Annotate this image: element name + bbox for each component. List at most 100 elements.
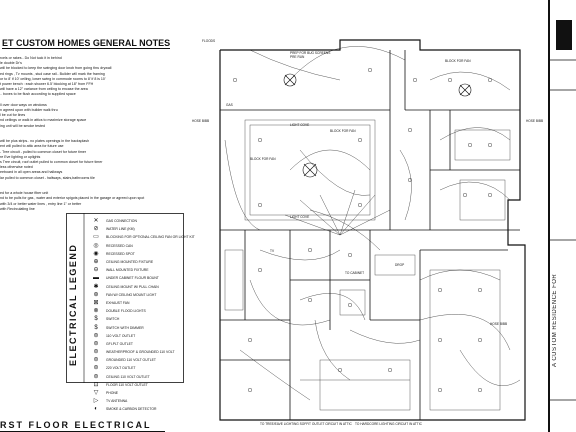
legend-item-label: CEILING 110 VOLT OUTLET [106,374,150,379]
fan-light-icon: ⊛ [93,291,99,298]
recessed-can-icon [307,298,312,303]
note-line: nd ceilings or walk in attics to maximiz… [0,118,87,123]
recessed-can-icon [448,78,453,83]
label-block-fan-2: BLOCK FOR FAN [250,157,276,161]
legend-item: ⊘ WATER LINE (KM) [90,225,195,233]
recessed-can-icon [233,78,238,83]
outlet-icon: ⊜ [93,332,99,339]
legend-item: $ SWITCH WITH DIMMER [90,323,195,331]
phone-icon: ▽ [93,390,99,397]
legend-item: ⊕CEILING MOUNTED FIXTURE [90,258,195,266]
220-outlet-icon: ⊜ [93,365,99,372]
grounded-outlet-icon: ⊜ [93,357,99,364]
legend-item: ⊜WEATHERPROOF & GROUNDED 110 VOLT [90,348,195,356]
recessed-can-icon [412,78,417,83]
label-gas: GAS [226,103,233,107]
note-line: ed rings , Tv mounts , stud case rail.. … [0,71,105,76]
ceiling-fan-icon [302,162,318,178]
recessed-can-icon [463,192,468,197]
recessed-can-icon [347,252,352,257]
wiring-runs [224,46,521,401]
title-block-frame [550,20,576,401]
note-line: will be blocked to keep the swinging doo… [0,66,112,71]
legend-item: ▽PHONE [90,389,195,397]
wall-fixture-icon: ⊖ [93,267,99,274]
legend-item: ◉RECESSED SPOT [90,250,195,258]
recessed-can-icon [248,388,253,393]
legend-item: ⊠EXHAUST FAN [90,299,195,307]
label-hose-bibb-3: HOSE BIBB [490,322,507,326]
legend-item-label: FLOOR 110 VOLT OUTLET [106,382,148,387]
recessed-can-icon [387,368,392,373]
label-tv: TV [270,249,275,253]
title-block: A CUSTOM RESIDENCE FOR [548,0,576,432]
smoke-detector-icon: ◐ [94,406,98,413]
plan-labels: FLOODS PREP FOR BUG SCREENS PRE RUN BLOC… [192,39,543,426]
legend-item-label: 220 VOLT OUTLET [106,366,136,371]
note-line: ed for a whole house fiber unit [0,191,49,196]
note-line: n agreed upon with builder walk thru [0,108,58,113]
recessed-can-icon [357,137,362,142]
floor-plan: FLOODS PREP FOR BUG SCREENS PRE RUN BLOC… [192,39,543,426]
note-line: ll over door ways on windows [0,102,47,107]
ceiling-fan-icon [283,73,297,87]
legend-item-label: 110 VOLT OUTLET [106,333,136,338]
legend-item-label: RECESSED CAN [106,243,133,248]
recessed-can-icon [478,288,483,293]
legend-item: ▭ BLOCKING FOR OPTIONAL CEILING FAN OR LI… [90,233,195,241]
legend-item: ⊜ 110 VOLT OUTLET [90,332,195,340]
legend-item-label: SWITCH WITH DIMMER [106,325,144,330]
note-line: .. boxes to be flush according to suppli… [0,92,76,97]
legend-title: ELECTRICAL LEGEND [68,243,78,367]
recessed-can-icon [337,368,342,373]
recessed-can-icon [478,338,483,343]
general-notes-title: ET CUSTOM HOMES GENERAL NOTES [2,38,171,49]
note-line: nd to be pulls for gas , water and exter… [0,196,145,201]
water-line-icon: ⊘ [93,226,99,233]
legend-item-label: CEILING MOUNT W/ PULL CHAIN [106,284,159,289]
recessed-can-icon: ◎ [93,242,99,249]
recessed-can-icon [407,177,412,182]
legend-item-label: RECESSED SPOT [106,251,135,256]
note-line: re Eve lighting or uplights [0,154,41,159]
label-tree-outlet: TO TREE/EAVE LIGHTING SOFFIT OUTLET CIRC… [260,422,353,426]
note-line: - Tree circuit - pulled to common closet… [0,149,87,154]
label-drop: DROP [395,263,404,267]
legend-item-label: WATER LINE (KM) [106,227,135,232]
recessed-can-icon [257,202,262,207]
note-line: s Tree circuit, roof outlet pulled to co… [0,160,103,165]
legend-item-label: TV ANTENNA [106,399,128,404]
recessed-can-icon [468,142,473,147]
legend-item-label: DOUBLE FLOOD LIGHTS [106,309,146,314]
recessed-can-icon [478,388,483,393]
legend-item-label: GROUNDED 110 VOLT OUTLET [106,358,156,363]
note-line: lar pulled to common closet - hallways, … [0,175,95,180]
recessed-can-icon [257,267,262,272]
legend-item-label: BLOCKING FOR OPTIONAL CEILING FAN OR LIG… [106,235,195,240]
legend-item: ⊜CEILING 110 VOLT OUTLET [90,373,195,381]
title-block-text: A CUSTOM RESIDENCE FOR [552,273,558,367]
recessed-can-icon [488,142,493,147]
ceiling-fan-icon [458,83,472,97]
label-light-cove-2: LIGHT COVE [290,215,309,219]
legend-item: ⊡FLOOR 110 VOLT OUTLET [90,381,195,389]
switch-icon: $ [94,316,98,323]
recessed-can-icon [407,127,412,132]
blocking-icon: ▭ [93,234,99,241]
label-block-fan-3: BLOCK FOR FAN [330,129,356,133]
interior-walls [220,50,520,420]
recessed-can-icon [248,338,253,343]
legend-frame [66,213,184,383]
ceiling-fans [283,73,472,178]
note-line: t power bench : each shower 6.5' blockin… [0,82,94,87]
recessed-can-icon [367,68,372,73]
note-line: or to 8' if 10' ceiling, lower swing in … [0,76,106,81]
under-cabinet-icon: ▬ [93,275,99,282]
legend-item-label: SWITCH [106,317,120,322]
legend-item-label: UNDER CABINET FLOUR BOUNT [106,276,159,281]
dimmer-icon: $ [94,324,98,331]
note-line: will have a 12" variance from ceiling to… [0,87,88,92]
legend-item: $ SWITCH [90,315,195,323]
note-line: le double Dr's [0,61,22,66]
